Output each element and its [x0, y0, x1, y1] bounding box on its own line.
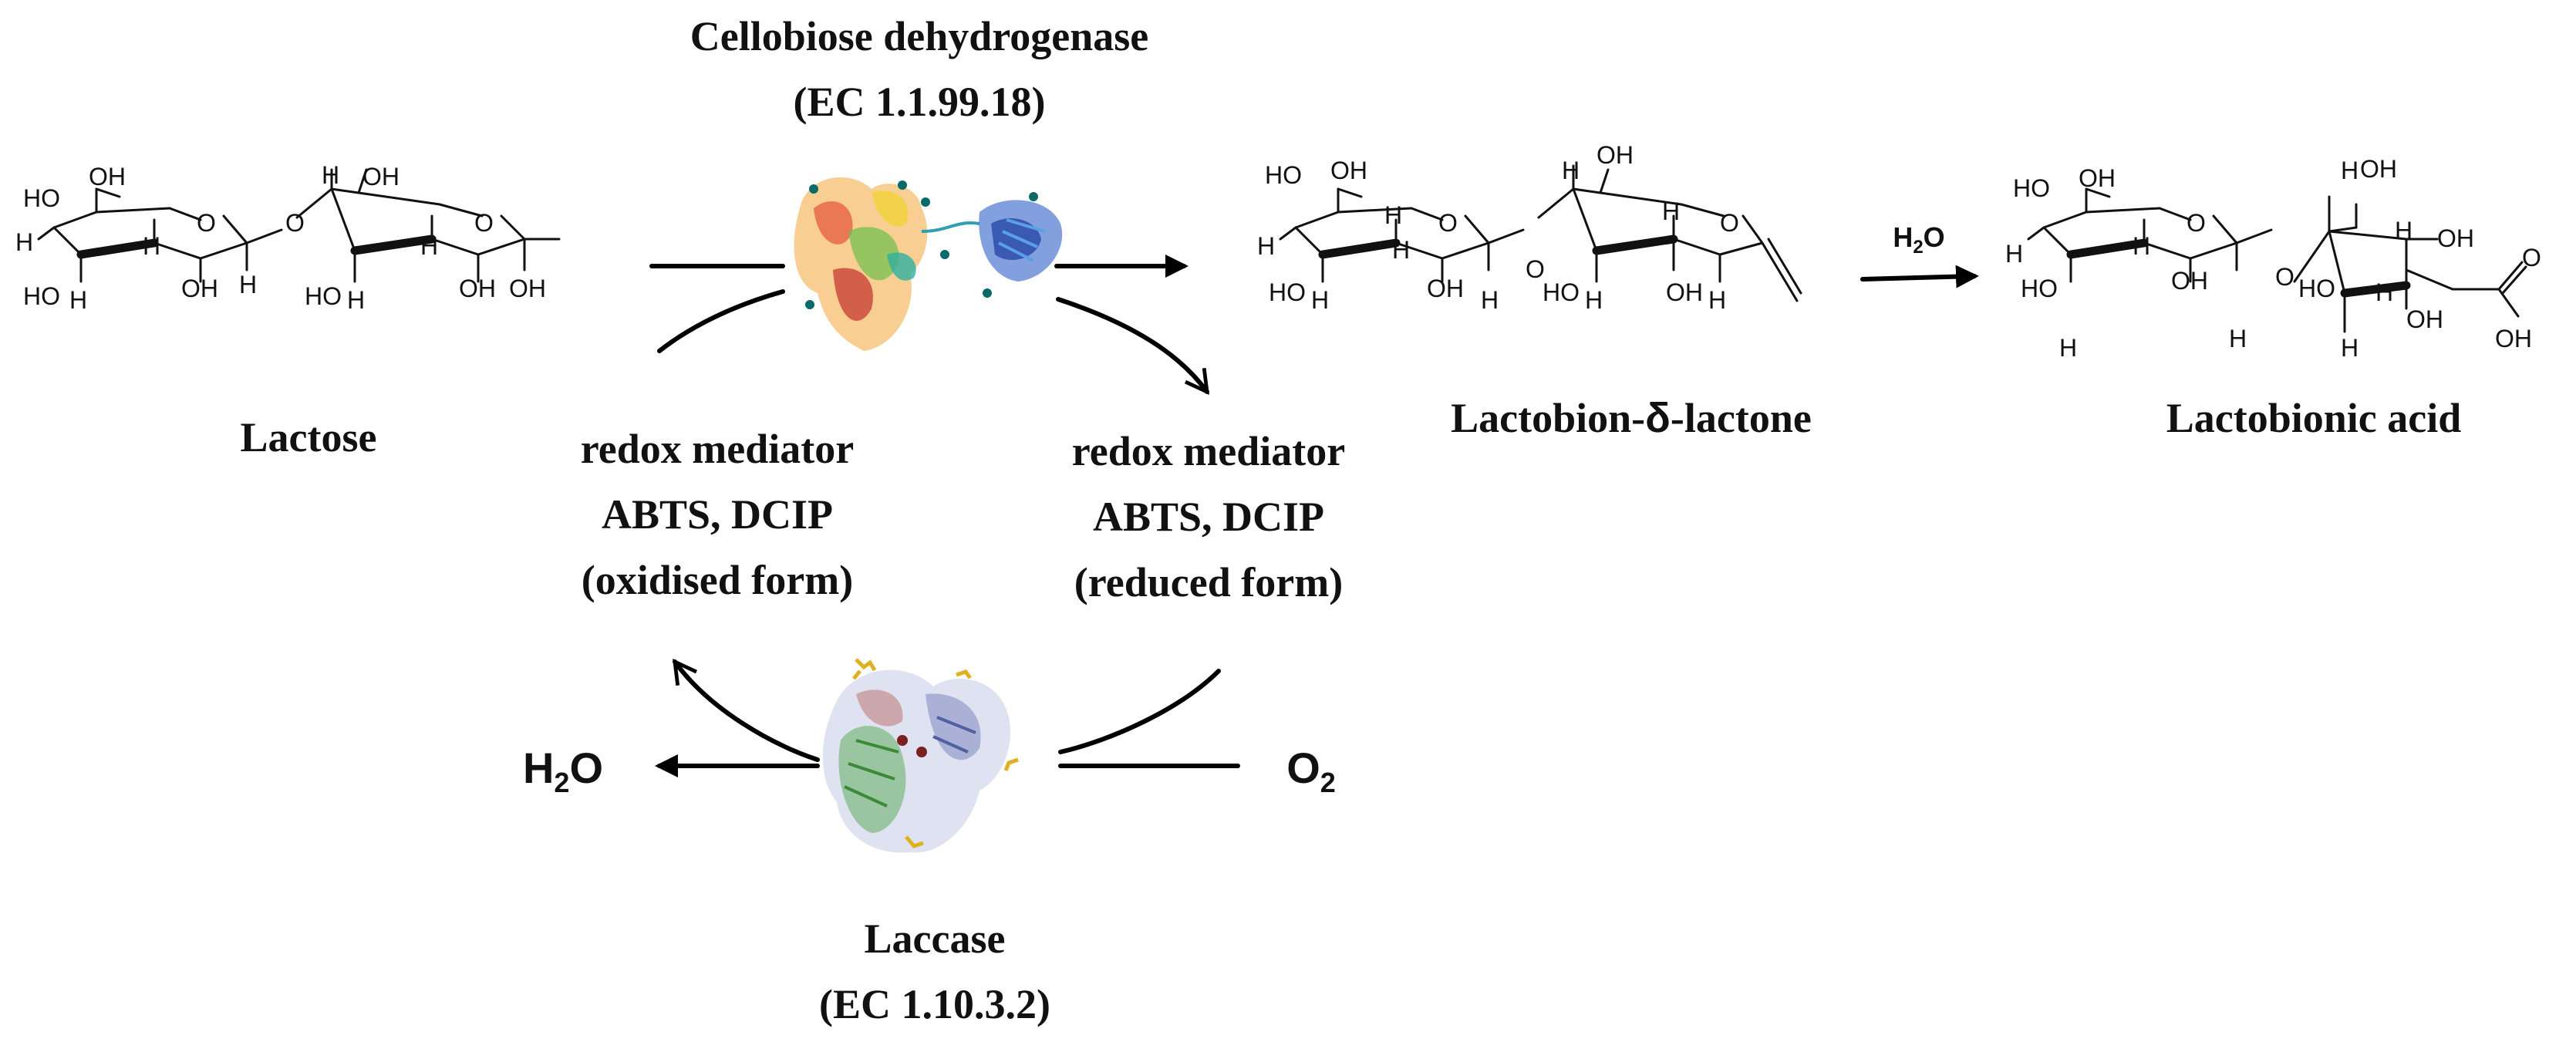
atom-label: OH: [2495, 325, 2532, 352]
atom-label: H: [143, 232, 160, 260]
water-product-label: H2O: [523, 744, 603, 798]
atom-label: OH: [2406, 305, 2443, 333]
atom-label: OH: [2171, 267, 2208, 295]
hydrolysis-water-label: H2O: [1893, 221, 1944, 258]
atom-label: O: [197, 209, 216, 237]
atom-label: H: [1384, 201, 1402, 229]
atom-label: OH: [362, 163, 400, 191]
atom-label: OH: [1330, 157, 1367, 184]
atom-label: H: [2133, 232, 2150, 260]
atom-label: O: [2275, 263, 2294, 291]
atom-label: H: [2229, 325, 2247, 352]
atom-label: H: [1562, 157, 1580, 184]
atom-label: H: [1708, 286, 1726, 314]
laccase-protein-image: [822, 658, 1019, 853]
reduced-mediator-out-arrow: [1056, 297, 1209, 395]
atom-label: H: [1392, 236, 1410, 264]
atom-label: OH: [2360, 155, 2397, 183]
atom-label: HO: [2298, 275, 2335, 302]
atom-label: HO: [1543, 278, 1580, 306]
atom-label: OH: [459, 275, 496, 302]
atom-label: HO: [305, 282, 342, 310]
atom-label: OH: [2437, 224, 2474, 252]
atom-label: HO: [2013, 174, 2050, 202]
mediator-reduced-line3: (reduced form): [1074, 559, 1343, 605]
atom-label: H: [1481, 286, 1499, 314]
mediator-oxidised-line2: ABTS, DCIP: [602, 491, 833, 538]
mediator-reduced-line2: ABTS, DCIP: [1093, 494, 1324, 540]
atom-label: H: [2341, 157, 2359, 184]
water-h: H: [523, 744, 554, 792]
atom-label: O: [1438, 209, 1458, 237]
reduced-mediator-in-curve: [1058, 669, 1221, 754]
atom-label: HO: [2021, 275, 2058, 302]
mediator-oxidised: redox mediator ABTS, DCIP (oxidised form…: [581, 426, 854, 603]
cdh-name: Cellobiose dehydrogenase: [690, 13, 1149, 59]
atom-label: H: [1257, 232, 1275, 260]
atom-label: OH: [1427, 275, 1464, 302]
atom-label: O: [1526, 255, 1545, 283]
lactone-structure-ring2: H OH HO H H O OH H: [1537, 141, 1802, 314]
oxidised-mediator-in-curve: [657, 289, 785, 353]
lactone-label-suffix: -lactone: [1671, 395, 1812, 441]
lactose-structure: HO OH H HO H H O OH H O: [15, 163, 305, 314]
atom-label: H: [2375, 278, 2393, 306]
water-h: H: [1893, 221, 1913, 253]
atom-label: H: [420, 232, 438, 260]
lactone-label: Lactobion-δ-lactone: [1451, 395, 1812, 441]
mediator-oxidised-line1: redox mediator: [581, 426, 854, 472]
cdh-ec-number: (EC 1.1.99.18): [794, 79, 1046, 125]
laccase-ec-number: (EC 1.10.3.2): [819, 981, 1050, 1027]
lactose-structure-ring2: H OH HO H H O OH OH: [295, 161, 561, 314]
mediator-oxidised-line3: (oxidised form): [582, 557, 853, 603]
atom-label: O: [474, 209, 494, 237]
atom-label: H: [322, 161, 339, 189]
atom-label: OH: [1597, 141, 1634, 169]
atom-label: O: [2187, 209, 2206, 237]
atom-label: HO: [1269, 278, 1306, 306]
water-subscript: 2: [1913, 237, 1923, 258]
atom-label: HO: [23, 282, 60, 310]
oxygen-o: O: [1286, 744, 1320, 792]
atom-label: H: [347, 286, 365, 314]
oxygen-subscript: 2: [1320, 767, 1336, 798]
acid-structure: HO OH H HO H H O OH H O: [2005, 164, 2294, 362]
oxidised-mediator-out-arrow: [673, 659, 820, 762]
atom-label: H: [2005, 240, 2023, 268]
cdh-protein-image: [794, 177, 1063, 351]
laccase-name: Laccase: [865, 916, 1006, 962]
atom-label: OH: [509, 275, 546, 302]
atom-label: H: [1585, 286, 1603, 314]
atom-label: H: [2395, 217, 2412, 244]
atom-label: OH: [1666, 278, 1703, 306]
atom-label: O: [1720, 209, 1739, 237]
water-o: O: [1924, 221, 1945, 253]
atom-label: H: [2059, 334, 2077, 362]
mediator-reduced-line1: redox mediator: [1072, 428, 1345, 474]
lactone-structure: HO OH H HO H H O H OH H O: [1257, 157, 1545, 314]
atom-label: HO: [23, 184, 60, 212]
atom-label: H: [239, 271, 257, 298]
lactone-label-delta: δ: [1645, 395, 1671, 441]
atom-label: O: [2522, 244, 2541, 271]
atom-label: H: [69, 286, 87, 314]
atom-label: H: [1311, 286, 1329, 314]
water-o: O: [569, 744, 603, 792]
atom-label: OH: [2079, 164, 2116, 192]
lactose-label: Lactose: [241, 414, 377, 460]
atom-label: H: [15, 228, 33, 256]
acid-structure-chain: H OH OH H HO H OH H O OH: [2293, 155, 2541, 362]
lactone-label-prefix: Lactobion-: [1451, 395, 1645, 441]
water-subscript: 2: [554, 767, 569, 798]
hydrolysis-arrow: [1860, 265, 1979, 288]
mediator-reduced: redox mediator ABTS, DCIP (reduced form): [1072, 428, 1345, 605]
atom-label: HO: [1265, 161, 1302, 189]
atom-label: OH: [89, 163, 126, 191]
oxygen-substrate-label: O2: [1286, 744, 1336, 798]
atom-label: H: [2341, 334, 2359, 362]
atom-label: OH: [181, 275, 218, 302]
atom-label: H: [1662, 197, 1680, 225]
acid-label: Lactobionic acid: [2166, 395, 2462, 441]
